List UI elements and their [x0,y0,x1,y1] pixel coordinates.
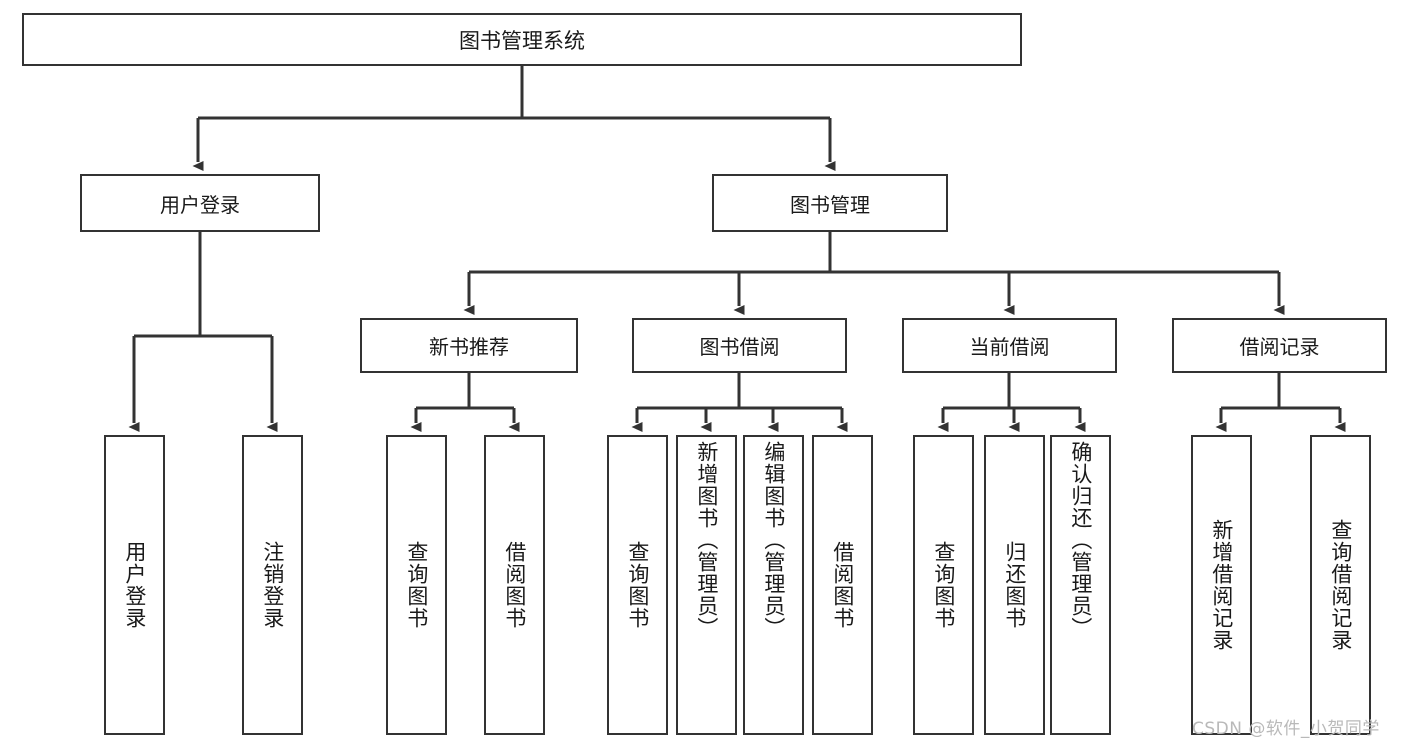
node-current-borrow-label: 当前借阅 [969,335,1050,359]
node-leaf-add-book[interactable]: 新增图书（管理员） [676,435,737,735]
node-leaf-return-book-label: 归还图书 [1002,541,1027,629]
node-book-borrow-label: 图书借阅 [699,335,780,359]
node-leaf-edit-book-label: 编辑图书（管理员） [761,441,786,639]
node-leaf-confirm-return[interactable]: 确认归还（管理员） [1050,435,1111,735]
node-borrow-record[interactable]: 借阅记录 [1172,318,1387,373]
node-user-login[interactable]: 用户登录 [80,174,320,232]
node-leaf-query-book-2-label: 查询图书 [625,541,650,629]
node-leaf-query-book-2[interactable]: 查询图书 [607,435,668,735]
node-leaf-return-book[interactable]: 归还图书 [984,435,1045,735]
node-root-label: 图书管理系统 [459,28,585,53]
node-new-book-recommend-label: 新书推荐 [429,335,509,359]
node-leaf-user-login[interactable]: 用户登录 [104,435,165,735]
node-leaf-edit-book[interactable]: 编辑图书（管理员） [743,435,804,735]
node-leaf-add-record-label: 新增借阅记录 [1209,519,1234,651]
node-leaf-query-book-1[interactable]: 查询图书 [386,435,447,735]
node-leaf-confirm-return-label: 确认归还（管理员） [1068,441,1093,639]
node-leaf-add-record[interactable]: 新增借阅记录 [1191,435,1252,735]
node-user-login-label: 用户登录 [160,192,240,217]
node-book-manage[interactable]: 图书管理 [712,174,948,232]
node-new-book-recommend[interactable]: 新书推荐 [360,318,578,373]
node-leaf-borrow-book-2[interactable]: 借阅图书 [812,435,873,735]
node-leaf-logout[interactable]: 注销登录 [242,435,303,735]
node-leaf-add-book-label: 新增图书（管理员） [694,441,719,639]
node-current-borrow[interactable]: 当前借阅 [902,318,1117,373]
watermark-text: CSDN @软件_小贺同学 [1192,719,1380,739]
node-leaf-query-record-label: 查询借阅记录 [1328,519,1353,651]
node-leaf-borrow-book-2-label: 借阅图书 [830,541,855,629]
node-book-borrow[interactable]: 图书借阅 [632,318,847,373]
node-leaf-user-login-label: 用户登录 [122,541,147,629]
node-leaf-logout-label: 注销登录 [260,541,285,629]
node-leaf-query-record[interactable]: 查询借阅记录 [1310,435,1371,735]
node-leaf-query-book-1-label: 查询图书 [404,541,429,629]
node-leaf-query-book-3[interactable]: 查询图书 [913,435,974,735]
node-borrow-record-label: 借阅记录 [1239,335,1320,359]
node-leaf-borrow-book-1[interactable]: 借阅图书 [484,435,545,735]
node-leaf-borrow-book-1-label: 借阅图书 [502,541,527,629]
node-root[interactable]: 图书管理系统 [22,13,1022,66]
node-book-manage-label: 图书管理 [790,192,870,217]
node-leaf-query-book-3-label: 查询图书 [931,541,956,629]
